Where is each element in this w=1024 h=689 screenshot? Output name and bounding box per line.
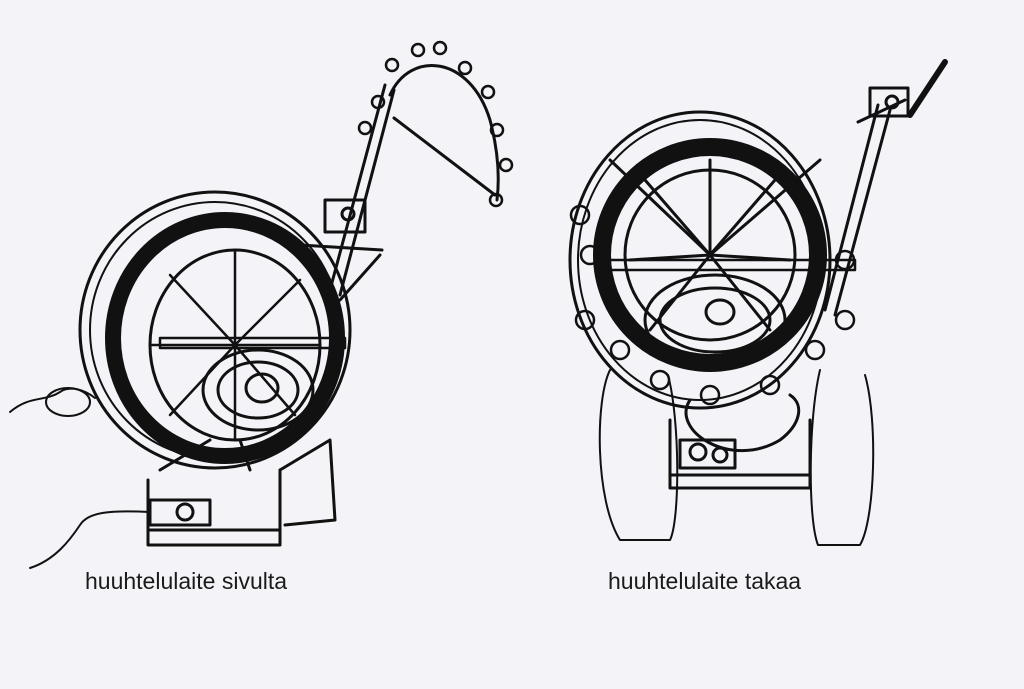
pump-wheel <box>688 442 708 462</box>
cross-bar <box>603 258 857 272</box>
drum-spokes <box>148 248 322 442</box>
outer-drum-rim <box>78 190 352 470</box>
side-view-figure: huuhtelulaite sivulta <box>9 40 514 594</box>
nozzle-heads <box>357 40 514 208</box>
mast-left <box>823 103 880 312</box>
nozzle-arch-inner <box>392 116 497 197</box>
valve-box <box>868 86 910 118</box>
hub-coil-outer <box>643 273 787 367</box>
side-view-drawing <box>9 40 514 569</box>
pump <box>148 498 212 527</box>
mast-right <box>833 108 892 317</box>
valve-wheel <box>340 206 356 222</box>
base-frame <box>146 468 282 547</box>
valve-box <box>323 198 367 234</box>
hub-coil-mid <box>216 360 300 420</box>
left-tractor-wheel <box>598 369 679 541</box>
drum-stand-left <box>158 438 212 472</box>
hub <box>704 298 736 326</box>
hub <box>244 372 280 404</box>
drum-spokes <box>608 158 822 332</box>
mast-left <box>328 83 387 292</box>
nozzle-arch <box>388 63 500 202</box>
ground-hose-lower <box>29 510 151 569</box>
rim-rollers <box>569 204 856 406</box>
rear-view-drawing <box>568 59 948 546</box>
side-view-caption: huuhtelulaite sivulta <box>85 568 288 594</box>
hub-coil-outer <box>201 348 315 432</box>
right-tractor-wheel <box>809 369 875 546</box>
pump-wheel <box>175 502 195 522</box>
rear-view-caption: huuhtelulaite takaa <box>608 568 802 594</box>
pump <box>678 438 737 470</box>
mast-support <box>298 243 384 252</box>
hose-coil-small <box>45 387 91 417</box>
base-frame <box>668 418 812 490</box>
drum-stand-right <box>238 438 252 472</box>
cross-bar <box>158 336 347 350</box>
mast-top <box>907 59 948 118</box>
drum-band <box>593 138 827 372</box>
hose-loop <box>684 393 801 453</box>
rear-view-figure: huuhtelulaite takaa <box>540 0 1024 689</box>
mast-right <box>338 88 396 297</box>
frame-leg-right <box>278 438 337 527</box>
valve-pipe <box>856 98 907 124</box>
hub-coil-mid <box>658 286 772 354</box>
mast-brace <box>338 253 382 302</box>
